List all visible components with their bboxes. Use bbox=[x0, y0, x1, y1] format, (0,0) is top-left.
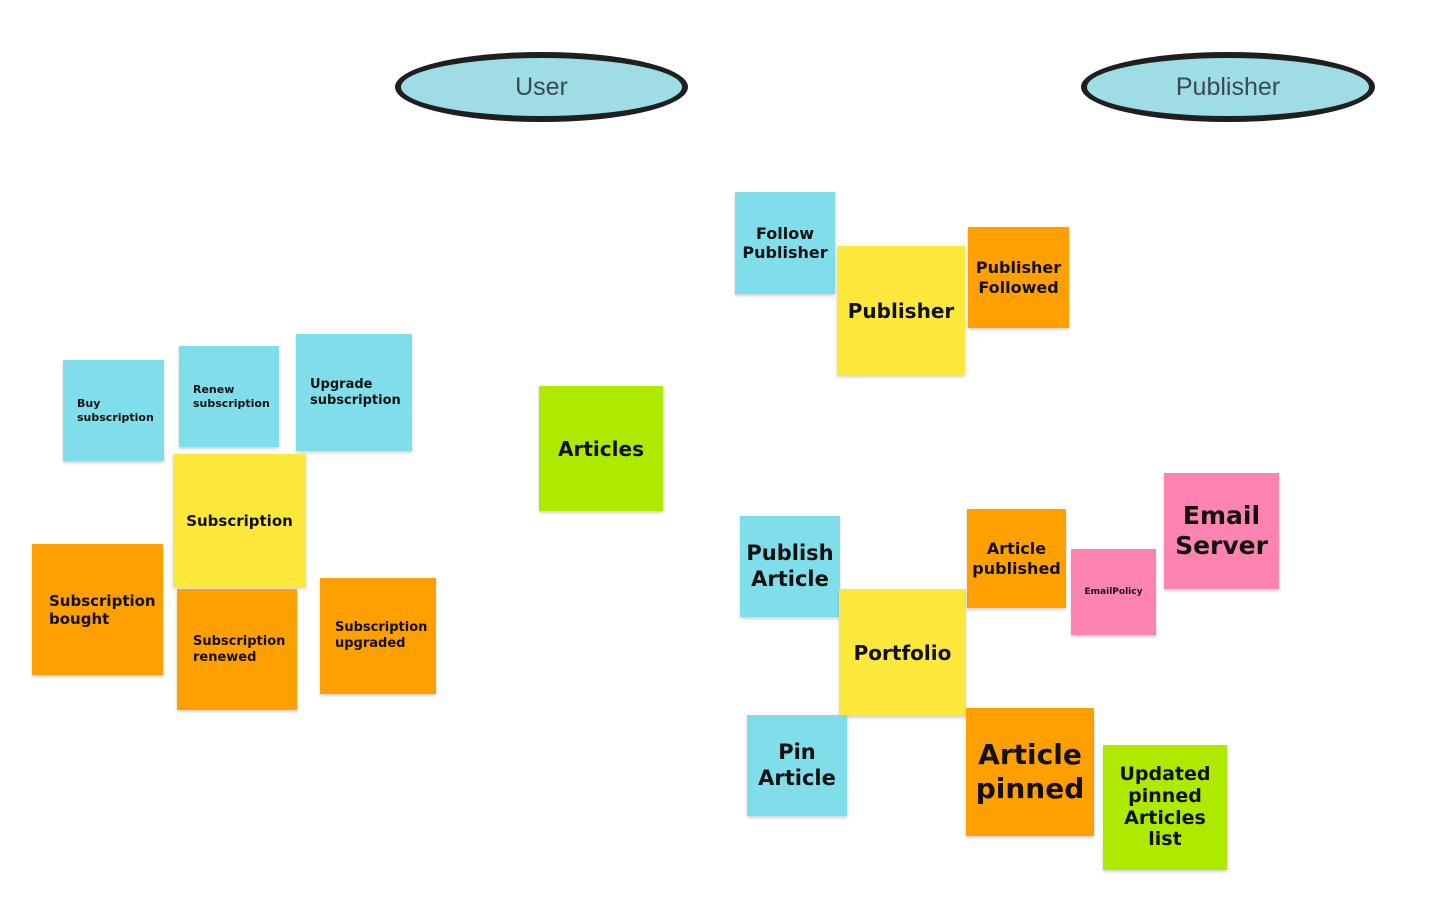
upgrade-subscription-command[interactable]: Upgrade subscription bbox=[296, 334, 412, 451]
articles-entity[interactable]: Articles bbox=[539, 386, 663, 511]
follow-publisher-command[interactable]: Follow Publisher bbox=[735, 192, 835, 294]
publisher-actor[interactable]: Publisher bbox=[1081, 52, 1375, 122]
article-pinned-label: Article pinned bbox=[975, 738, 1085, 805]
publisher-actor-label: Publisher bbox=[1175, 72, 1281, 101]
publisher-followed-event[interactable]: Publisher Followed bbox=[968, 227, 1069, 328]
article-published-event[interactable]: Article published bbox=[967, 509, 1066, 608]
renew-subscription-command[interactable]: Renew subscription bbox=[179, 346, 279, 447]
email-policy-label: EmailPolicy bbox=[1084, 586, 1143, 597]
articles-entity-label: Articles bbox=[558, 436, 644, 461]
subscription-bought-event[interactable]: Subscription bought bbox=[32, 544, 163, 675]
article-published-label: Article published bbox=[972, 539, 1061, 578]
follow-publisher-label: Follow Publisher bbox=[742, 223, 828, 262]
publisher-followed-label: Publisher Followed bbox=[975, 258, 1062, 297]
user-actor-label: User bbox=[515, 72, 568, 101]
subscription-upgraded-label: Subscription upgraded bbox=[335, 620, 428, 651]
subscription-aggregate[interactable]: Subscription bbox=[173, 454, 306, 587]
portfolio-aggregate[interactable]: Portfolio bbox=[839, 589, 966, 716]
subscription-bought-label: Subscription bought bbox=[49, 591, 156, 628]
email-server-label: Email Server bbox=[1175, 501, 1268, 560]
renew-subscription-label: Renew subscription bbox=[193, 383, 270, 410]
email-policy[interactable]: EmailPolicy bbox=[1071, 549, 1156, 635]
buy-subscription-label: Buy subscription bbox=[77, 397, 154, 424]
pin-article-label: Pin Article bbox=[758, 740, 836, 790]
subscription-upgraded-event[interactable]: Subscription upgraded bbox=[320, 578, 436, 694]
subscription-aggregate-label: Subscription bbox=[186, 511, 293, 530]
publisher-aggregate[interactable]: Publisher bbox=[837, 246, 965, 375]
user-actor[interactable]: User bbox=[395, 52, 688, 122]
pin-article-command[interactable]: Pin Article bbox=[747, 715, 847, 816]
article-pinned-event[interactable]: Article pinned bbox=[966, 708, 1094, 836]
buy-subscription-command[interactable]: Buy subscription bbox=[63, 360, 164, 461]
publish-article-label: Publish Article bbox=[746, 541, 834, 591]
subscription-renewed-label: Subscription renewed bbox=[193, 633, 286, 665]
publisher-aggregate-label: Publisher bbox=[847, 298, 955, 323]
updated-pinned-articles-label: Updated pinned Articles list bbox=[1119, 762, 1211, 851]
portfolio-aggregate-label: Portfolio bbox=[853, 640, 952, 665]
subscription-renewed-event[interactable]: Subscription renewed bbox=[177, 589, 297, 710]
publish-article-command[interactable]: Publish Article bbox=[740, 516, 840, 617]
email-server-system[interactable]: Email Server bbox=[1164, 473, 1279, 589]
upgrade-subscription-label: Upgrade subscription bbox=[310, 376, 401, 408]
updated-pinned-articles-entity[interactable]: Updated pinned Articles list bbox=[1103, 745, 1227, 870]
